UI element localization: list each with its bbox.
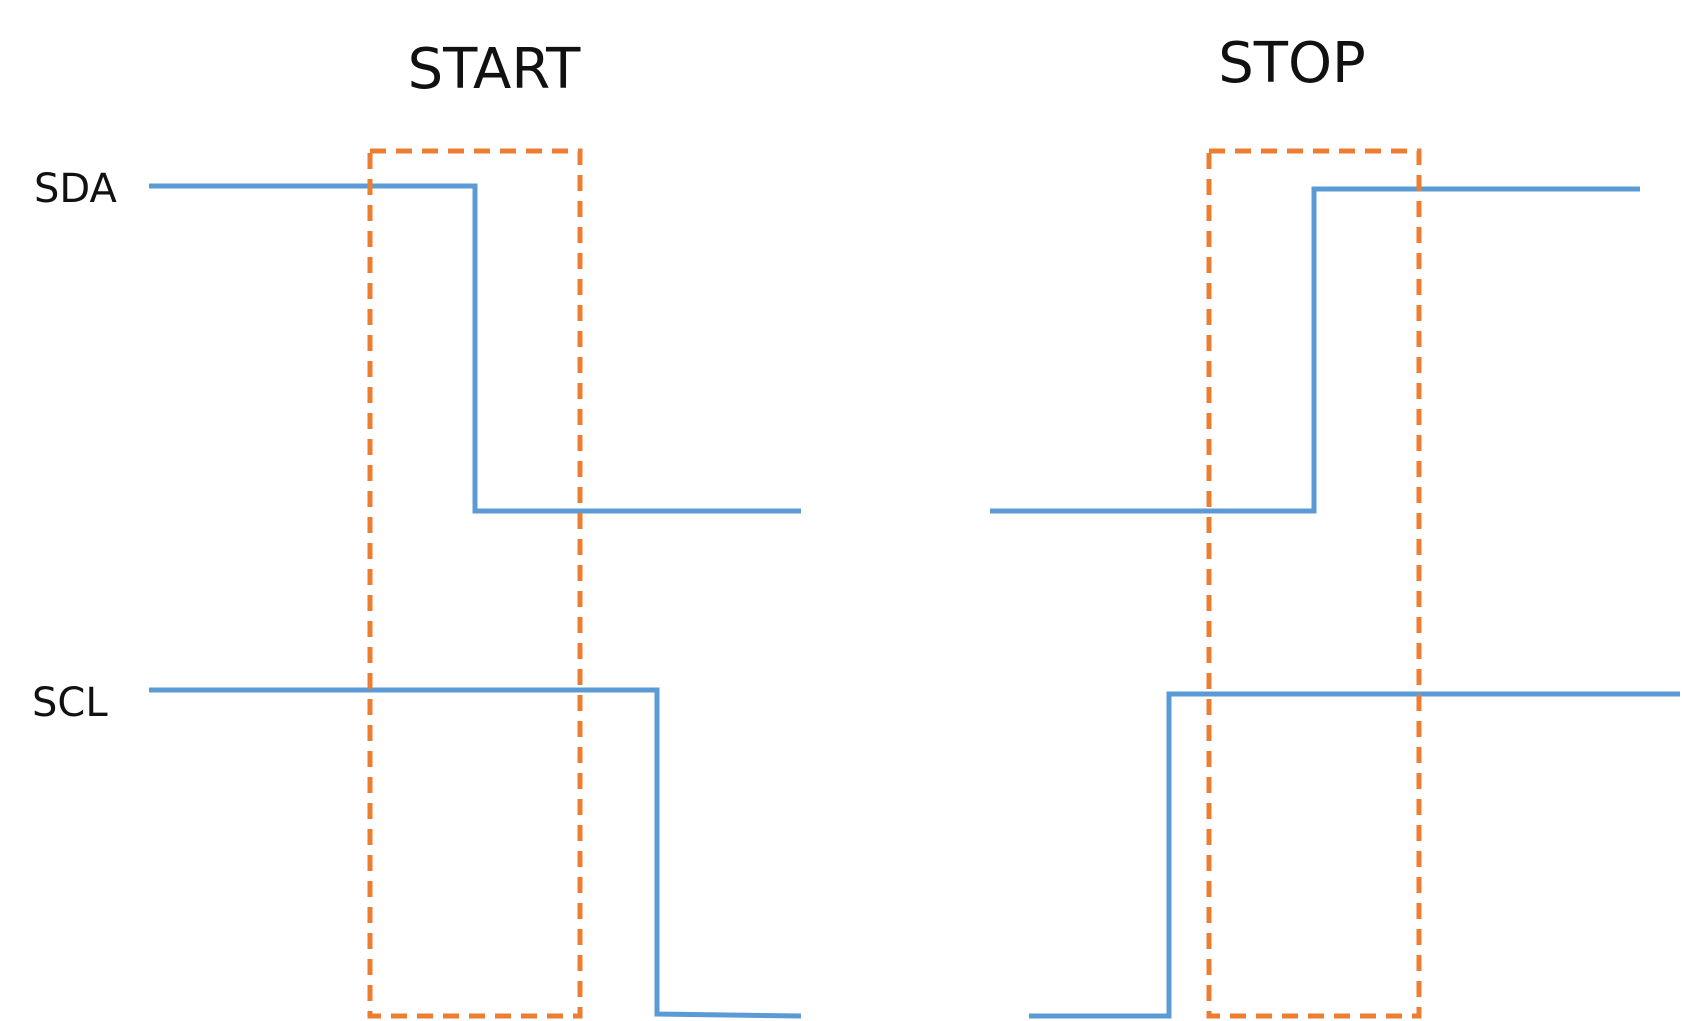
start-title: START — [408, 37, 582, 102]
start-highlight-box — [367, 148, 583, 1019]
start-scl-waveform — [149, 687, 802, 1019]
stop-title: STOP — [1218, 31, 1366, 96]
stop-sda-waveform — [990, 186, 1640, 514]
stop-scl-waveform — [1029, 691, 1680, 1019]
stop-highlight-box — [1206, 148, 1422, 1019]
scl-label: SCL — [32, 680, 108, 726]
sda-label: SDA — [34, 166, 117, 212]
start-sda-waveform — [149, 183, 801, 514]
